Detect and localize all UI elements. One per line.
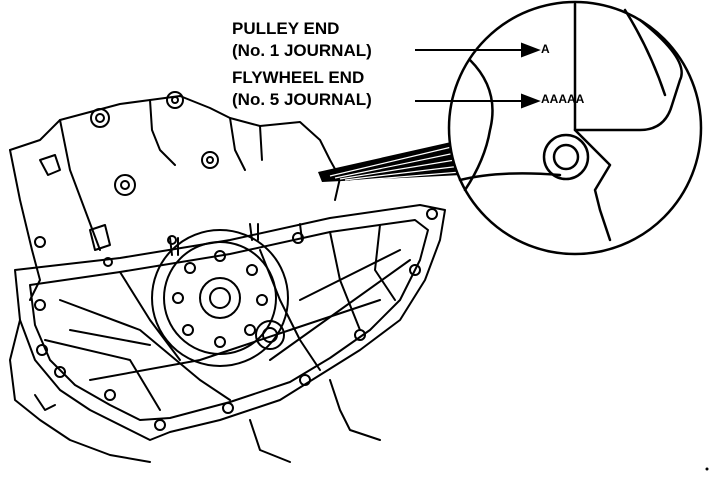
- crank-disc: [151, 229, 289, 367]
- pulley-journal-label: (No. 1 JOURNAL): [232, 41, 372, 60]
- bolt: [166, 91, 184, 109]
- flywheel-journal-label: (No. 5 JOURNAL): [232, 90, 372, 109]
- bolt: [114, 174, 136, 196]
- flywheel-journal-marks: AAAAA: [541, 92, 585, 106]
- pulley-journal-mark: A: [541, 42, 550, 56]
- journal-bore: [542, 133, 590, 181]
- housing-plate: [14, 204, 446, 441]
- block-left-edge: [9, 149, 41, 301]
- leader-wedge: [318, 140, 462, 182]
- seal-ring: [255, 320, 285, 350]
- pulley-end-label: PULLEY END: [232, 19, 340, 38]
- bolt: [201, 151, 219, 169]
- flywheel-end-label: FLYWHEEL END: [232, 68, 365, 87]
- bolt: [90, 108, 110, 128]
- block-top-outline: [9, 95, 341, 201]
